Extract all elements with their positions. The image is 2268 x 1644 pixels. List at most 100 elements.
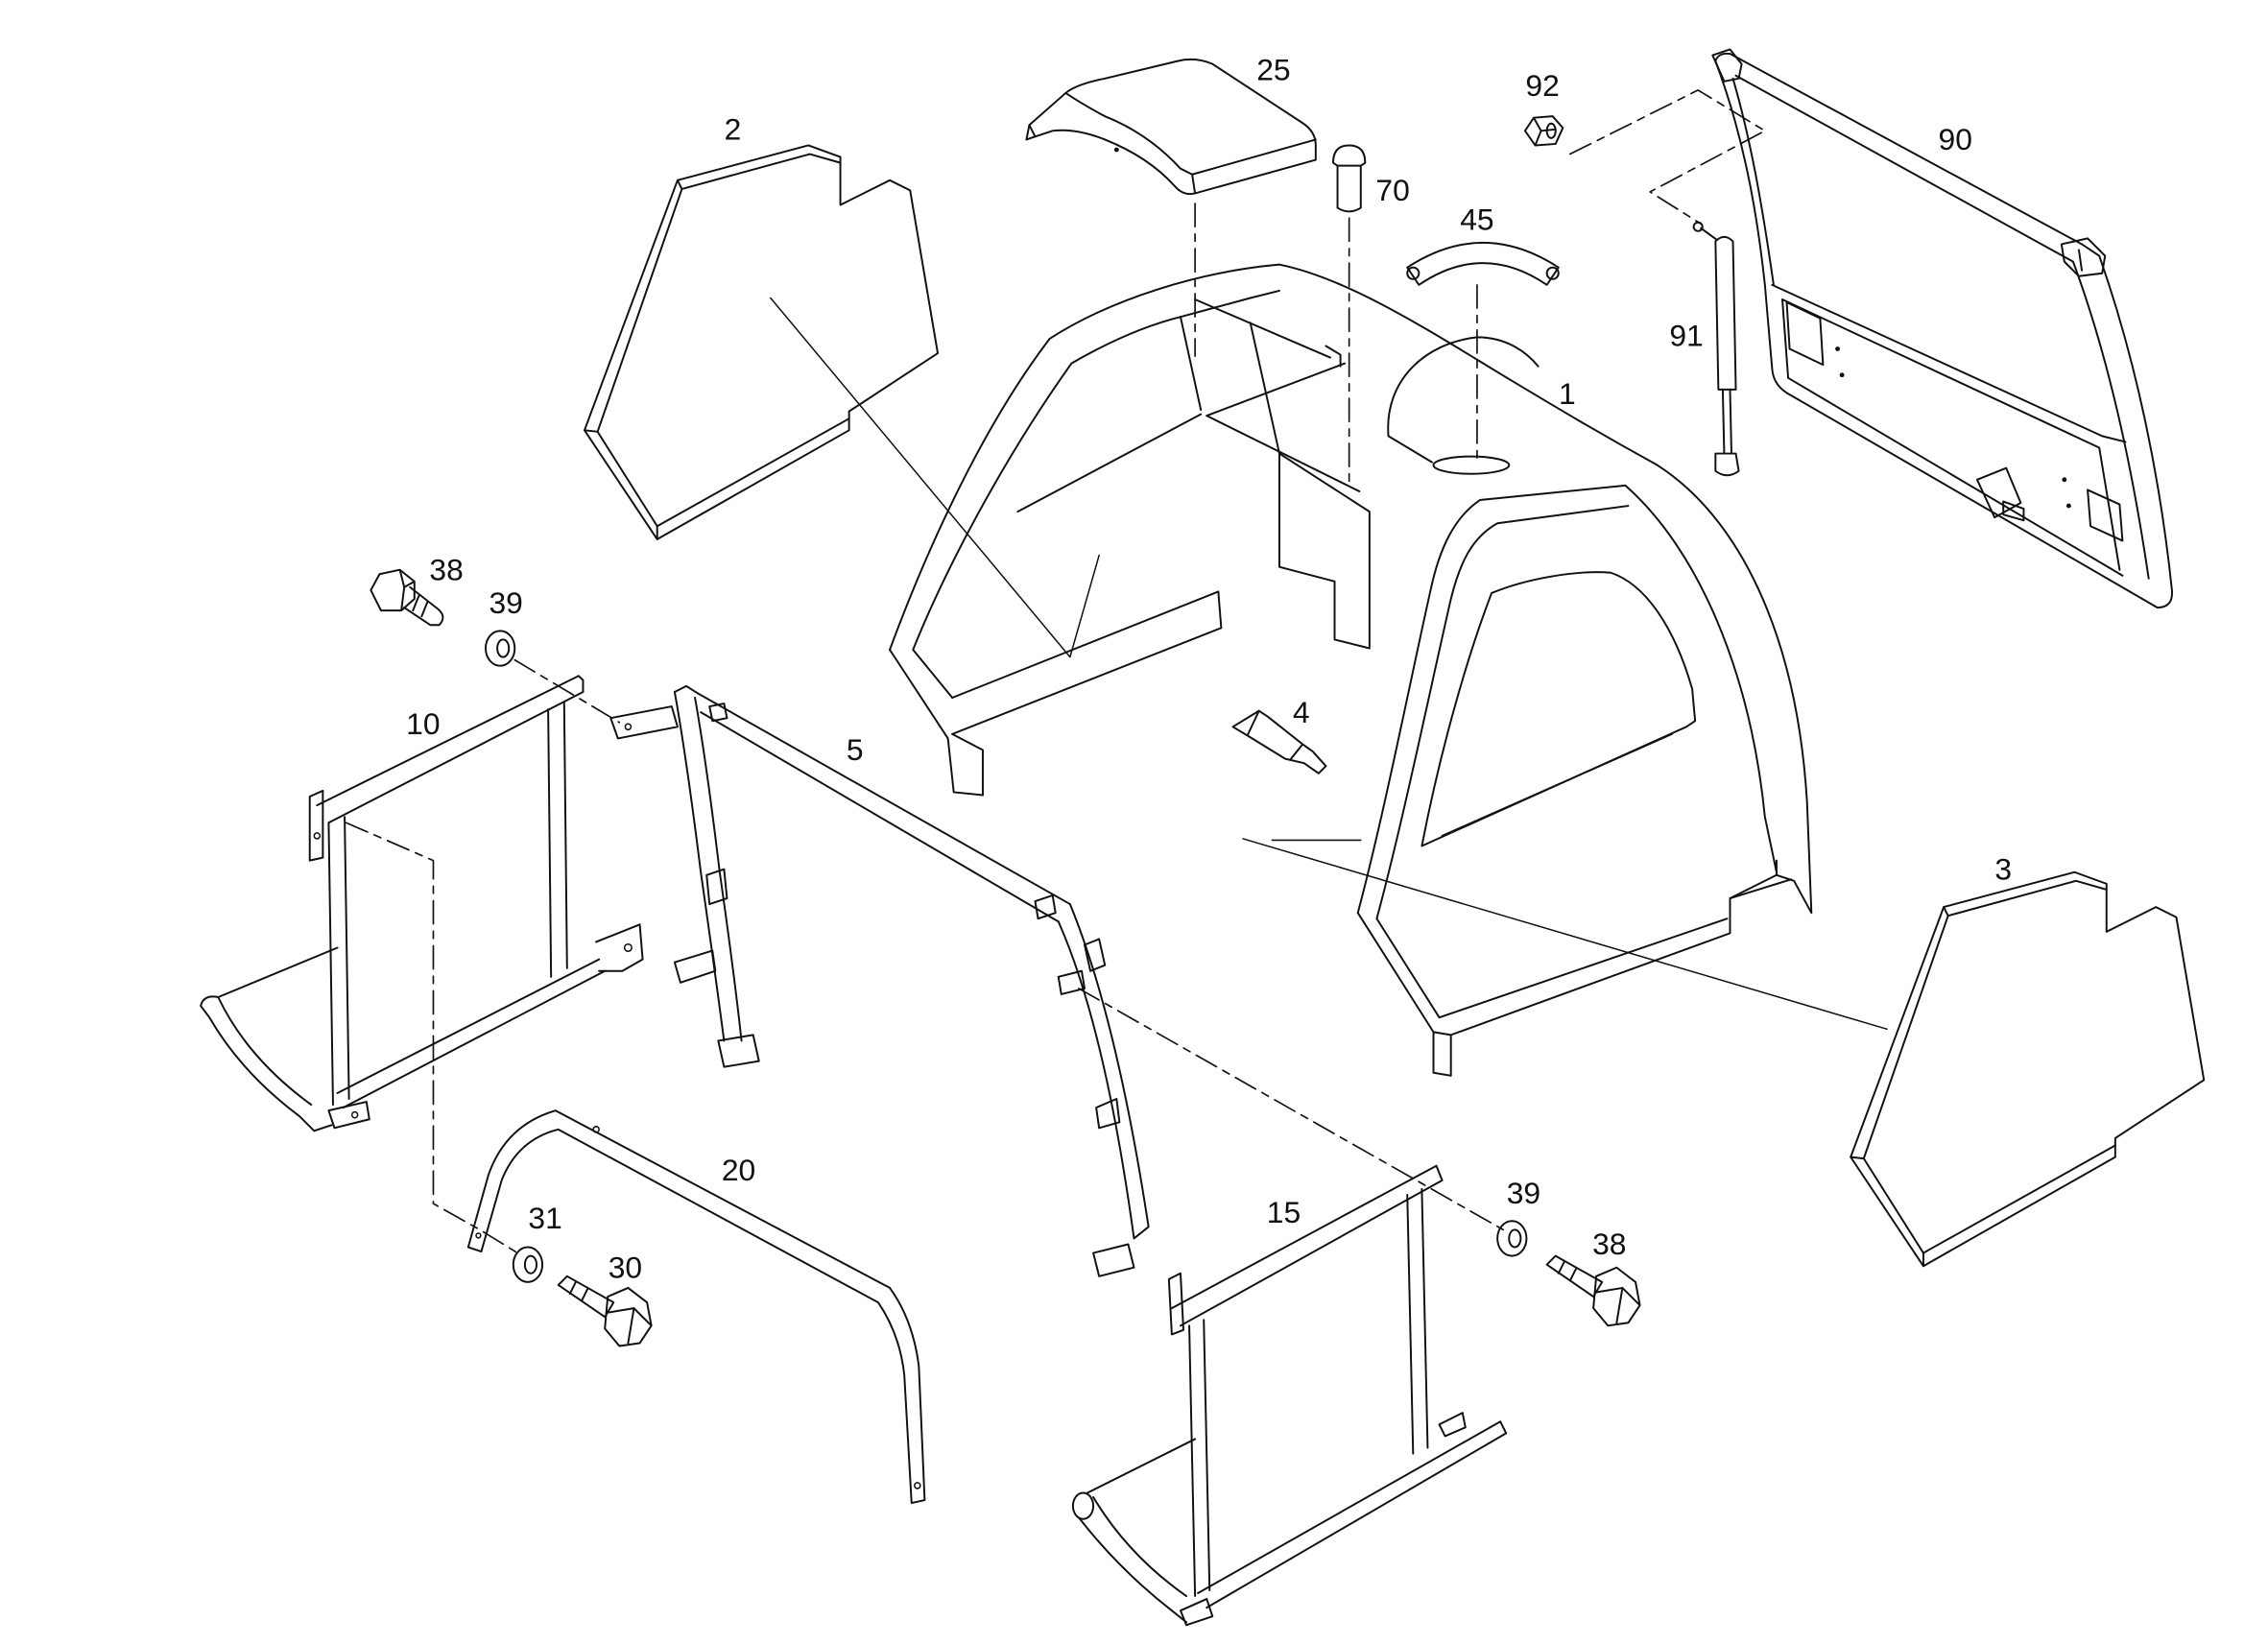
callout-38-left: 38 [429,552,463,586]
assembly-lines [345,89,1766,1254]
leader-lines [770,297,1888,1031]
bar-20-body [466,1109,926,1505]
frame-15-tray [1077,1438,1197,1624]
callout-2: 2 [725,111,742,146]
strut-cylinder [1714,235,1737,391]
part-31-washer [512,1246,544,1283]
callout-92: 92 [1525,68,1559,103]
washer-inner [523,1254,537,1275]
frame-5-brackets [609,703,1135,1277]
door-panel-cutout-lower [2087,488,2124,542]
washer-outer [1496,1220,1528,1257]
frame-15-bottom-rail [1197,1420,1508,1609]
part-39-washer-left [485,630,516,667]
frame-10-left-post [327,816,350,1107]
callout-30: 30 [609,1250,642,1284]
door-hole-1 [1835,346,1840,351]
callout-45: 45 [1460,202,1493,236]
cab-near-pillar [1356,484,1630,920]
frame-15-bracket-right [1438,1412,1467,1438]
part-91-gas-strut [1692,221,1740,477]
door-hole-2 [1839,372,1845,378]
part-1-cab-shell [889,263,1813,1077]
bolt-head [1592,1266,1641,1327]
part-2-side-panel [584,144,940,540]
callout-39-right: 39 [1507,1176,1540,1210]
callout-4: 4 [1293,695,1310,729]
strut-rod [1721,388,1732,455]
hinge-top-right [2060,237,2107,277]
assembly-line-10-20 [345,822,519,1254]
callout-39-left: 39 [489,585,523,620]
frame-10-foot-hole [350,1110,359,1119]
cab-roof-dome [1387,336,1540,464]
cab-rear-interior [951,316,1371,735]
frame-15-top-rail [1170,1164,1444,1327]
part-15-right-frame [1071,1164,1508,1627]
frame-inner-edge [1731,74,2150,580]
cab-roof-opening [1179,289,1361,492]
cover-edges [1028,91,1317,195]
callout-20: 20 [722,1153,755,1187]
cab-roof-hole [1432,455,1511,475]
callouts: 25 2 92 90 70 45 91 1 38 39 10 5 4 3 20 … [406,52,2012,1284]
callout-15: 15 [1267,1195,1301,1229]
tube-body [1231,709,1327,774]
frame-10-bracket-top [308,789,324,862]
bolt-shank [403,585,444,627]
leader-part-2 [770,297,1100,658]
frame-10-bracket-right [595,923,644,972]
part-39-washer-right [1496,1220,1528,1257]
frame-10-bottom-rail [336,958,607,1109]
assembly-line-39-5 [513,658,621,724]
frame-15-right-post [1406,1187,1429,1455]
frame-15-left-post [1188,1319,1211,1598]
panel-3-outline [1850,870,2206,1268]
callout-90: 90 [1939,122,1972,156]
seal-end-left [1406,266,1420,280]
panel-3-edges [1850,879,2116,1268]
part-30-bolt [557,1275,653,1347]
part-45-seal [1406,241,1560,286]
frame-10-tray [200,946,339,1132]
part-4-tube [1231,709,1327,774]
bar-20-hole-left [475,1232,482,1239]
bolt-shank [1545,1254,1604,1298]
callout-70: 70 [1375,173,1409,207]
bolt-head [370,568,416,612]
frame-15-bracket-top [1167,1272,1184,1336]
frame-15-tube-end [1071,1491,1095,1520]
door-hole-3 [2062,477,2067,483]
cab-right-window [1420,571,1697,847]
cab-base-beam [1356,878,1793,1077]
bar-20-hole-end [914,1482,921,1489]
nut-hole [1545,122,1557,139]
door-panel-cutout-upper [1785,301,1825,367]
callout-31: 31 [528,1201,561,1235]
frame-10-foot [327,1101,370,1130]
washer-outer [512,1246,544,1283]
washer-inner [1508,1228,1522,1249]
assembly-line-5-15 [1078,988,1505,1231]
panel-2-outline [584,144,940,540]
door-hole-4 [2065,503,2071,509]
strut-end-fitting [1714,452,1740,477]
frame-5-top-bar [697,692,1071,923]
hinge-top-left [1711,48,1743,83]
part-38-bolt-left [370,568,444,627]
frame-10-right-post [547,701,568,978]
part-38-bolt-right [1545,1254,1641,1327]
leader-part-3 [1242,838,1888,1031]
callout-5: 5 [847,732,864,767]
frame-10-top-rail [316,675,585,824]
part-92-nut [1523,115,1564,147]
cover-hole [1113,147,1119,153]
frame-5-left-leg [673,684,743,1042]
assembly-line-92-90 [1569,89,1766,226]
part-10-left-frame [200,675,644,1132]
callout-10: 10 [406,706,440,741]
plug-body [1332,144,1367,213]
callout-91: 91 [1669,318,1703,352]
callout-38-right: 38 [1592,1227,1626,1261]
